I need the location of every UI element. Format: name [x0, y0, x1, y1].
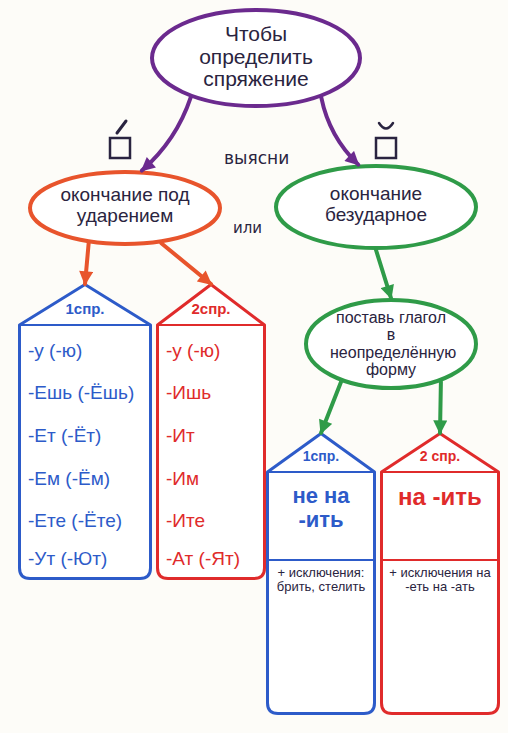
box-text: -у (-ю): [18, 341, 152, 362]
box-text: поставь глагол в неопределённую форму: [304, 309, 478, 378]
stressed-symbol: [110, 121, 130, 158]
box-text: -Ут (-Ют): [18, 549, 152, 570]
box-text: -Ем (-Ём): [18, 469, 152, 490]
box-text: окончание под ударением: [28, 185, 222, 226]
roof-line: [158, 324, 265, 326]
note-label: или: [233, 219, 262, 237]
box-heading: 1спр.: [18, 301, 152, 317]
house-box: 2спр. -у (-ю) -Ишь -Ит -Им -Ите -Ат (-Ят): [156, 283, 266, 580]
box-text: -Ишь: [156, 383, 266, 404]
flow-arrow: [438, 382, 443, 433]
house-box: 2 спр. на -ить + исключения на -еть на -ат…: [380, 432, 500, 715]
box-text: -Ите: [156, 511, 266, 532]
roof-line: [268, 471, 375, 473]
box-text: -Ит: [156, 426, 266, 447]
flow-arrow: [376, 250, 391, 298]
box-text: -у (-ю): [156, 341, 266, 362]
box-heading: 1спр.: [266, 449, 376, 464]
note-label: выясни: [224, 148, 289, 168]
box-text: + исключения на -еть на -ать: [380, 566, 500, 594]
box-text: не на -ить: [266, 484, 376, 532]
flow-arrow: [85, 243, 89, 284]
roof-line: [382, 471, 499, 473]
oval-node: окончание безударное: [274, 164, 478, 250]
box-heading: 2 спр.: [380, 449, 500, 464]
flow-arrow: [321, 97, 358, 164]
box-text: + исключения: брить, стелить: [266, 566, 376, 594]
box-text: окончание безударное: [274, 184, 478, 225]
oval-node: окончание под ударением: [28, 170, 222, 246]
roof-line: [20, 324, 151, 326]
oval-node: поставь глагол в неопределённую форму: [304, 298, 478, 390]
unstressed-symbol: [376, 123, 396, 158]
flow-arrow: [161, 243, 211, 284]
box-text: на -ить: [380, 484, 500, 510]
house-box: 1спр. не на -ить + исключения: брить, стел…: [266, 432, 376, 715]
box-heading: 2спр.: [156, 301, 266, 317]
section-line: [382, 559, 499, 561]
box-text: -Ешь (-Ёшь): [18, 383, 152, 404]
house-box: 1спр. -у (-ю) -Ешь (-Ёшь) -Ет (-Ёт) -Ем (-Ём…: [18, 283, 152, 580]
section-line: [268, 559, 375, 561]
box-text: Чтобы определить спряжение: [150, 23, 362, 91]
box-text: -Ете (-Ёте): [18, 511, 152, 532]
flow-arrow: [321, 382, 341, 433]
flow-arrow: [142, 97, 191, 170]
oval-node: Чтобы определить спряжение: [150, 8, 362, 108]
box-text: -Им: [156, 469, 266, 490]
box-text: -Ат (-Ят): [156, 549, 266, 570]
box-text: -Ет (-Ёт): [18, 426, 152, 447]
